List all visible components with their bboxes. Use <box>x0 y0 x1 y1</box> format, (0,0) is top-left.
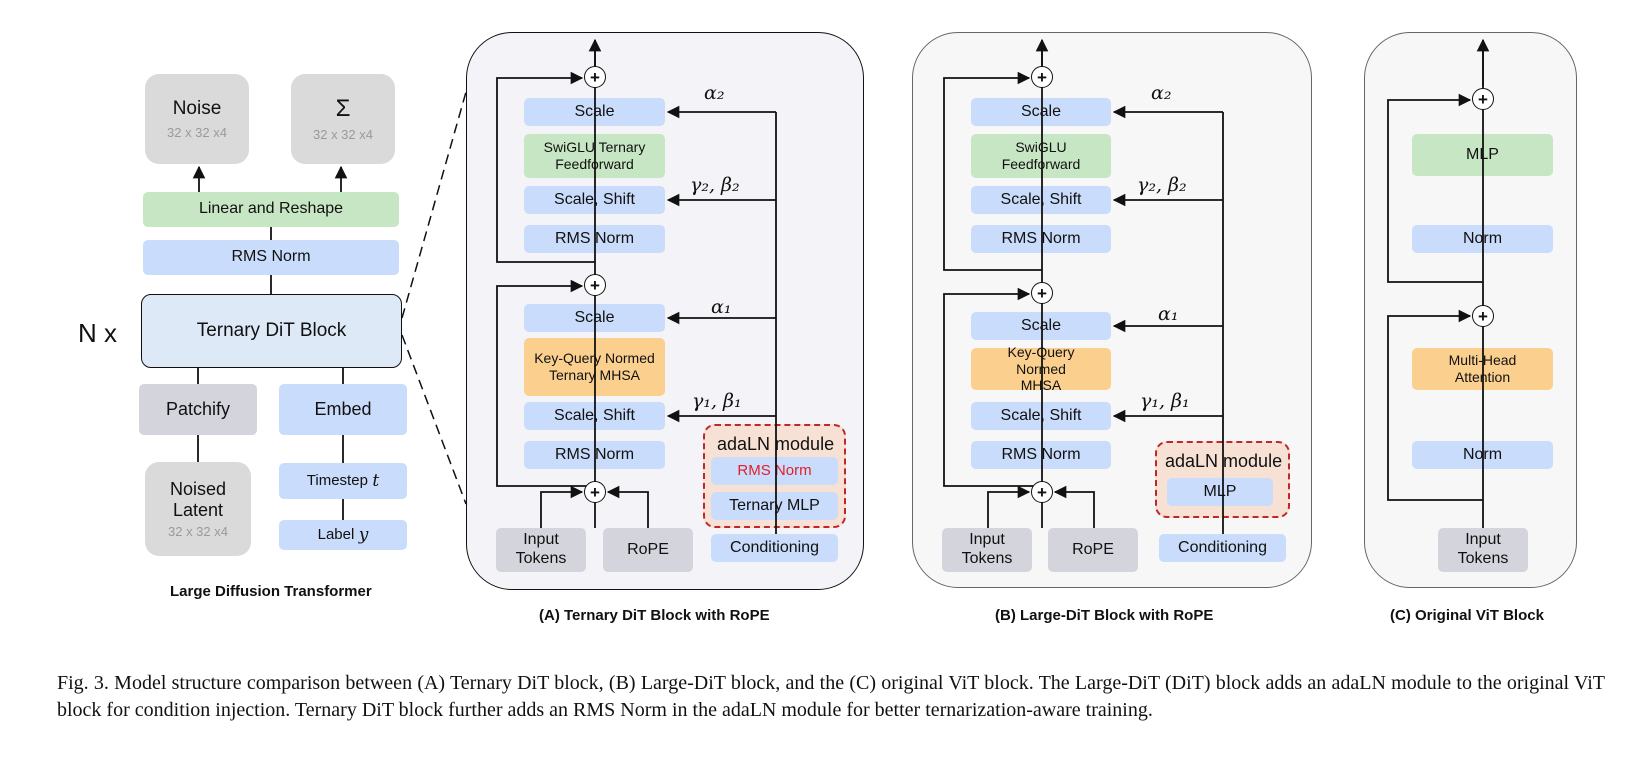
noised-latent-label: Noised Latent <box>169 479 227 521</box>
b-alpha1-label: α₁ <box>1158 303 1179 325</box>
patchify-box: Patchify <box>139 384 257 435</box>
b-residual-add-mid-icon: + <box>1031 282 1053 304</box>
b-ffn-box: SwiGLU Feedforward <box>971 134 1111 178</box>
figure-caption: Fig. 3. Model structure comparison betwe… <box>57 672 1605 721</box>
embed-box: Embed <box>279 384 407 435</box>
b-adaln-mlp-box: MLP <box>1167 478 1273 506</box>
noise-label: Noise <box>172 98 222 120</box>
a-conditioning-box: Conditioning <box>711 534 838 562</box>
sigma-shape: 32 x 32 x4 <box>313 127 373 143</box>
n-times-label: N x <box>78 318 117 348</box>
b-scale1-box: Scale <box>971 312 1111 340</box>
b-scaleshift1-box: Scale, Shift <box>971 402 1111 430</box>
b-scale2-box: Scale <box>971 98 1111 126</box>
b-input-tokens-box: Input Tokens <box>942 528 1032 572</box>
b-attn-box: Key-Query Normed MHSA <box>971 344 1111 393</box>
b-title: (B) Large-DiT Block with RoPE <box>995 607 1214 624</box>
a-adaln-rms-norm-box: RMS Norm <box>711 457 838 485</box>
timestep-label: Timestep <box>306 472 368 490</box>
a-input-tokens-box: Input Tokens <box>496 528 586 572</box>
ternary-dit-block-box: Ternary DiT Block <box>141 294 402 368</box>
b-rope-box: RoPE <box>1048 528 1138 572</box>
b-input-add-icon: + <box>1031 481 1053 503</box>
sigma-box: Σ 32 x 32 x4 <box>291 74 395 164</box>
a-residual-add-mid-icon: + <box>584 274 606 296</box>
b-norm1-box: RMS Norm <box>971 441 1111 469</box>
a-residual-add-top-icon: + <box>584 66 606 88</box>
c-title: (C) Original ViT Block <box>1390 607 1544 624</box>
a-alpha1-label: α₁ <box>711 296 732 318</box>
a-gamma1-beta1-label: γ₁, β₁ <box>692 390 742 412</box>
sigma-label: Σ <box>335 95 351 123</box>
noised-latent-shape: 32 x 32 x4 <box>168 523 228 539</box>
label-box: Label y <box>279 520 407 550</box>
patchify-label: Patchify <box>165 398 231 419</box>
c-input-tokens-box: Input Tokens <box>1438 528 1528 572</box>
left-title: Large Diffusion Transformer <box>170 583 372 600</box>
noise-box: Noise 32 x 32 x4 <box>145 74 249 164</box>
b-conditioning-box: Conditioning <box>1159 534 1286 562</box>
noise-shape: 32 x 32 x4 <box>167 124 227 140</box>
b-gamma1-beta1-label: γ₁, β₁ <box>1140 390 1190 412</box>
a-input-add-icon: + <box>584 481 606 503</box>
noised-latent-box: Noised Latent 32 x 32 x4 <box>145 462 251 556</box>
b-norm2-box: RMS Norm <box>971 225 1111 253</box>
a-adaln-ternary-mlp-box: Ternary MLP <box>711 492 838 520</box>
a-alpha2-label: α₂ <box>704 82 725 104</box>
b-gamma2-beta2-label: γ₂, β₂ <box>1137 174 1187 196</box>
label-variable: y <box>358 524 369 545</box>
c-residual-add-top-icon: + <box>1472 88 1494 110</box>
b-alpha2-label: α₂ <box>1151 82 1172 104</box>
b-residual-add-top-icon: + <box>1031 66 1053 88</box>
a-title: (A) Ternary DiT Block with RoPE <box>539 607 770 624</box>
embed-label: Embed <box>314 398 372 419</box>
linear-reshape-box: Linear and Reshape <box>143 192 399 227</box>
left-rms-norm-box: RMS Norm <box>143 240 399 275</box>
timestep-variable: t <box>372 470 380 491</box>
label-label: Label <box>317 526 355 544</box>
timestep-box: Timestep t <box>279 463 407 499</box>
a-gamma2-beta2-label: γ₂, β₂ <box>690 174 740 196</box>
c-residual-add-mid-icon: + <box>1472 305 1494 327</box>
a-rope-box: RoPE <box>603 528 693 572</box>
b-scaleshift2-box: Scale, Shift <box>971 186 1111 214</box>
